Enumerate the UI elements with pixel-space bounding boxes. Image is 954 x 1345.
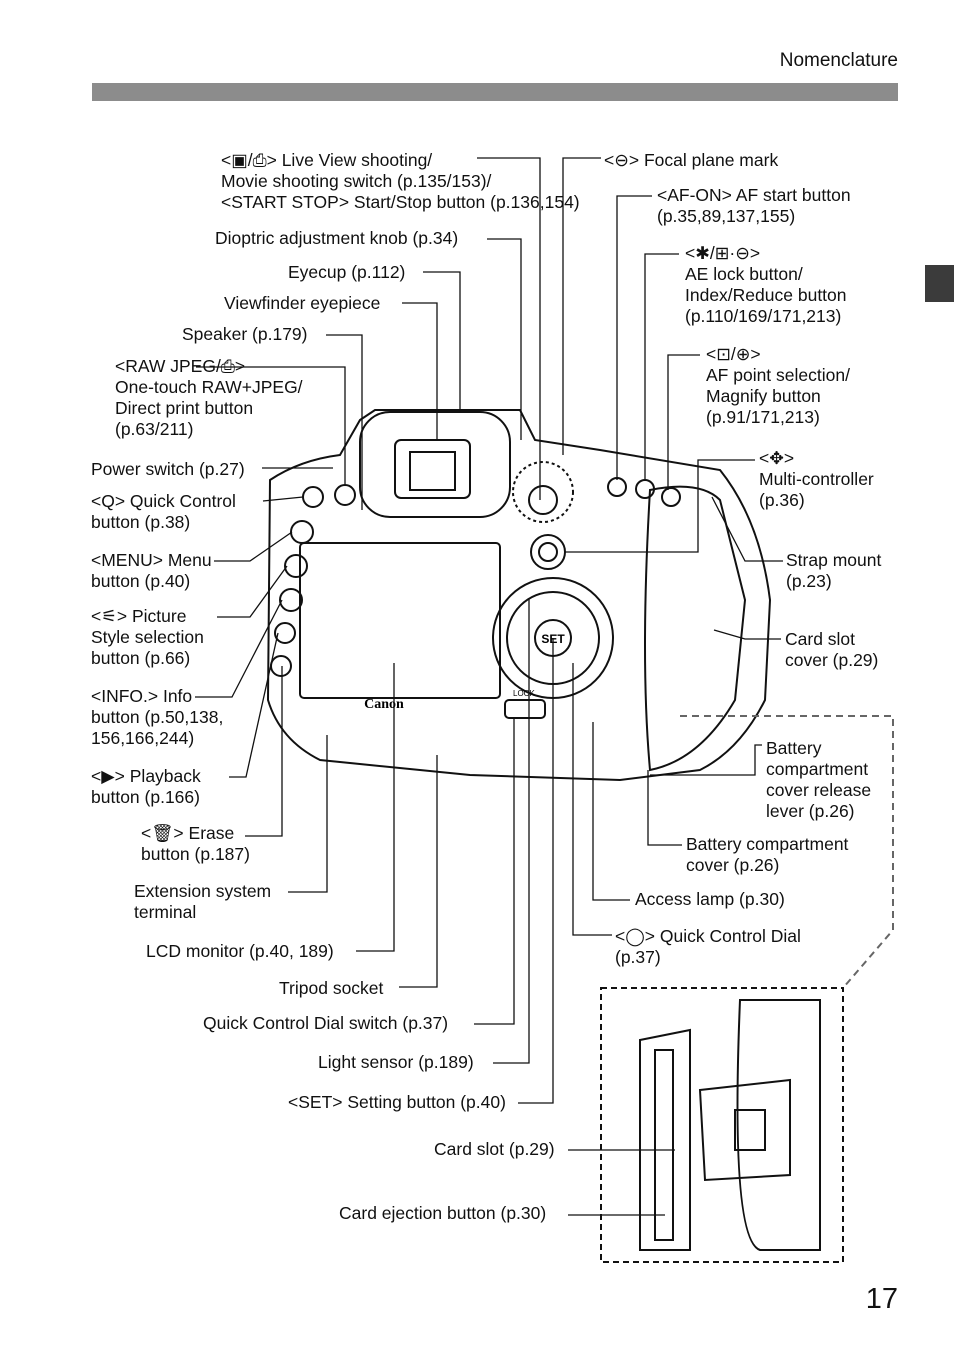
section-title: Nomenclature xyxy=(779,50,898,71)
label-eyecup: Eyecup (p.112) xyxy=(288,262,406,282)
label-power: Power switch (p.27) xyxy=(91,459,245,479)
label-card-slot: Card slot (p.29) xyxy=(434,1139,555,1159)
label-strap: Strap mount(p.23) xyxy=(786,550,882,591)
label-live-view: <▣/⎙> Live View shooting/Movie shooting … xyxy=(221,150,580,212)
label-focal-plane: <⊖> Focal plane mark xyxy=(604,150,779,170)
label-card-eject: Card ejection button (p.30) xyxy=(339,1203,547,1223)
label-multi: <✥>Multi-controller(p.36) xyxy=(759,448,874,510)
label-tripod: Tripod socket xyxy=(279,978,384,998)
label-viewfinder: Viewfinder eyepiece xyxy=(224,293,381,313)
lock-text: LOCK xyxy=(513,689,535,698)
label-speaker: Speaker (p.179) xyxy=(182,324,308,344)
label-qc-switch: Quick Control Dial switch (p.37) xyxy=(203,1013,449,1033)
header-bar xyxy=(92,83,898,101)
label-ae-lock: <✱/⊞·⊖>AE lock button/Index/Reduce butto… xyxy=(685,243,847,326)
chapter-tab xyxy=(925,265,954,302)
label-raw-jpeg: <RAW JPEG/⎙>One-touch RAW+JPEG/Direct pr… xyxy=(115,356,303,439)
label-af-point: <⊡/⊕>AF point selection/Magnify button(p… xyxy=(706,344,850,427)
label-qc-dial: <◯> Quick Control Dial(p.37) xyxy=(615,926,801,967)
brand-logo: Canon xyxy=(364,697,404,712)
label-dioptric: Dioptric adjustment knob (p.34) xyxy=(215,228,459,248)
label-af-on: <AF-ON> AF start button(p.35,89,137,155) xyxy=(657,185,851,226)
label-light-sensor: Light sensor (p.189) xyxy=(318,1052,474,1072)
page-number: 17 xyxy=(865,1283,898,1315)
label-access: Access lamp (p.30) xyxy=(635,889,785,909)
label-setting: <SET> Setting button (p.40) xyxy=(288,1092,506,1112)
label-lcd: LCD monitor (p.40, 189) xyxy=(146,941,334,961)
